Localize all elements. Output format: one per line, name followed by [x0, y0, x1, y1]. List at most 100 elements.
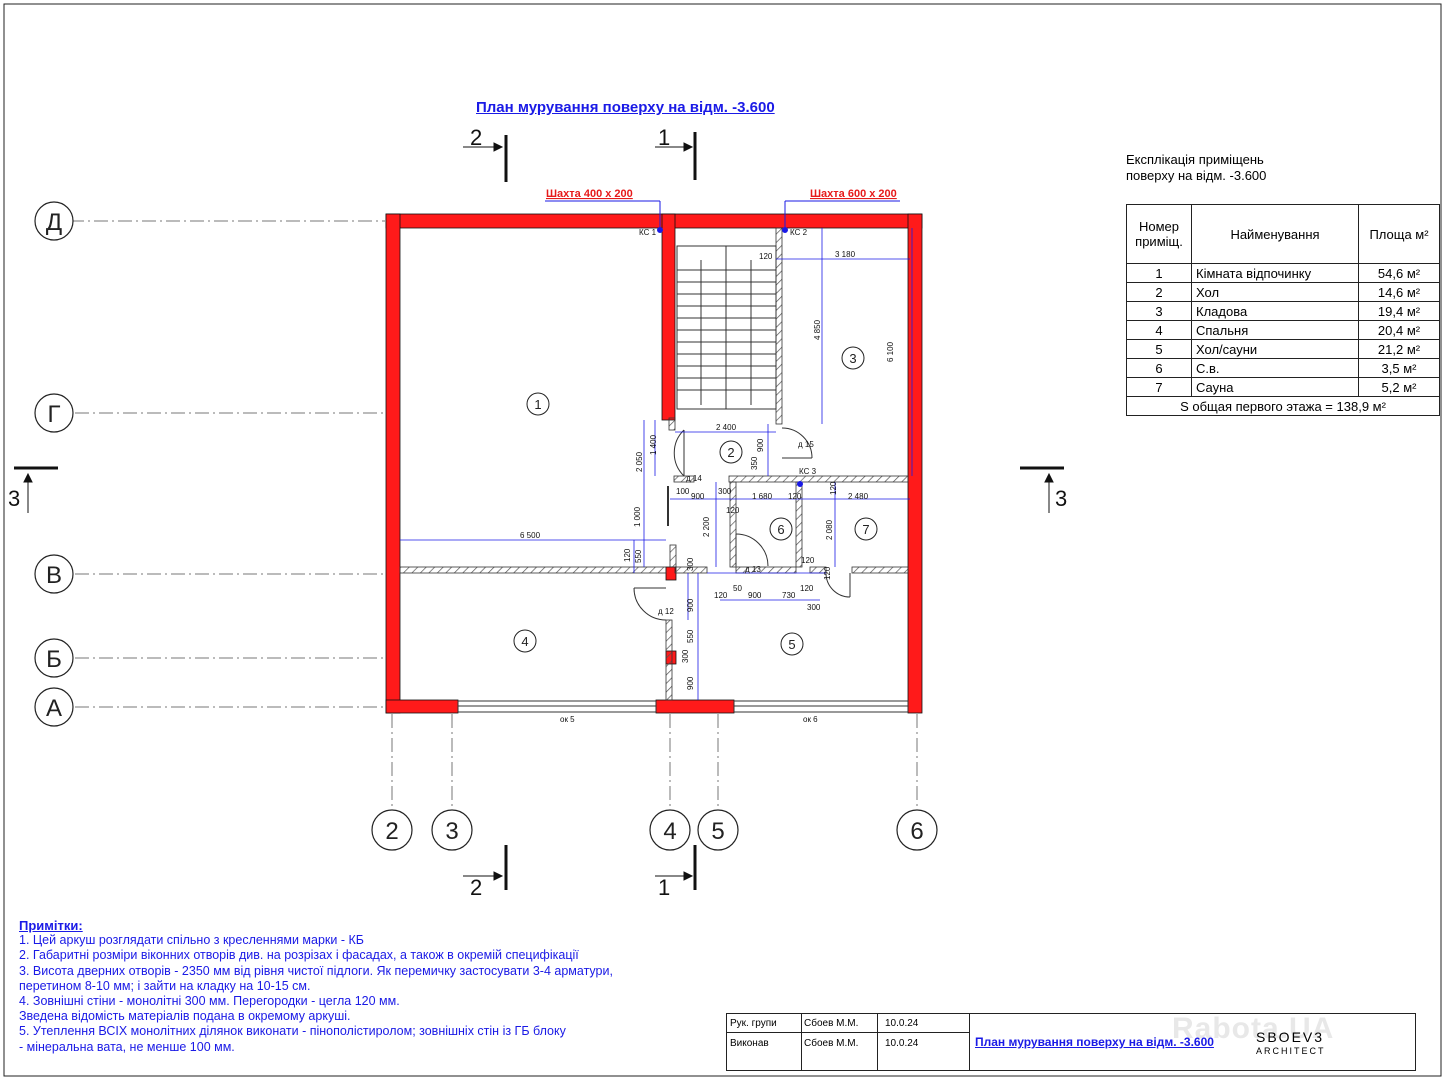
dim-1000: 1 000: [633, 506, 642, 527]
section-markers: [14, 132, 1064, 890]
explication-num: 7: [1126, 377, 1192, 397]
axis-bubble-g: [34, 393, 74, 433]
dim-900b: 900: [691, 492, 705, 501]
dim-120h: 120: [726, 506, 740, 515]
dim-900e: 900: [686, 676, 695, 690]
axis-bubble-2: [371, 809, 413, 851]
dim-300b: 300: [686, 557, 695, 571]
company-logo-sub: ARCHITECT: [1256, 1046, 1326, 1056]
dim-4850: 4 850: [813, 319, 822, 340]
stamp-role-2: Виконав: [730, 1038, 769, 1049]
header-number: Номер приміщ.: [1126, 204, 1192, 264]
dim-900a: 900: [756, 438, 765, 452]
stamp-sheet-title: План мурування поверху на відм. -3.600: [975, 1035, 1214, 1049]
explication-total: S общая первого этажа = 138,9 м²: [1126, 396, 1440, 416]
note-line: перетином 8-10 мм; і зайти на кладку на …: [19, 978, 311, 993]
dim-300c: 300: [807, 603, 821, 612]
mark-d13: д 13: [745, 565, 761, 574]
explication-caption: Експлікація приміщень поверху на відм. -…: [1126, 152, 1266, 184]
explication-name: Хол/сауни: [1191, 339, 1359, 359]
dim-300d: 300: [681, 649, 690, 663]
drawing-title: План мурування поверху на відм. -3.600: [476, 99, 775, 116]
mark-ks3: КС 3: [799, 467, 817, 476]
dim-1680: 1 680: [752, 492, 773, 501]
section-2-label-bottom: 2: [470, 875, 482, 900]
dim-120i: 120: [759, 252, 773, 261]
axis-bubble-5: [697, 809, 739, 851]
section-1-label-top: 1: [658, 125, 670, 150]
explication-area: 20,4 м²: [1358, 320, 1440, 340]
axis-label-3: 3: [445, 818, 458, 845]
section-2-label-top: 2: [470, 125, 482, 150]
header-name: Найменування: [1191, 204, 1359, 264]
dim-2080: 2 080: [825, 519, 834, 540]
axis-label-5: 5: [711, 818, 724, 845]
dim-120b: 120: [829, 481, 838, 495]
mark-ks2: КС 2: [790, 228, 808, 237]
dim-2400: 2 400: [716, 423, 737, 432]
dim-550a: 550: [634, 549, 643, 563]
explication-name: Сауна: [1191, 377, 1359, 397]
shaft-markers: [545, 200, 900, 487]
note-line: 5. Утеплення ВСІХ монолітних ділянок вик…: [19, 1024, 566, 1039]
room-number-1: 1: [534, 397, 541, 412]
dim-3180: 3 180: [835, 250, 856, 259]
room-number-2: 2: [727, 445, 734, 460]
mark-d15: д 15: [798, 440, 814, 449]
col-axis-lines: [391, 714, 918, 810]
stamp-role-1: Рук. групи: [730, 1018, 777, 1029]
explication-total-row: S общая первого этажа = 138,9 м²: [1126, 396, 1440, 416]
mark-ks1: КС 1: [639, 228, 657, 237]
explication-name: Хол: [1191, 282, 1359, 302]
watermark: Rabota.UA: [1172, 1012, 1335, 1045]
explication-num: 1: [1126, 263, 1192, 283]
explication-num: 6: [1126, 358, 1192, 378]
explication-area: 5,2 м²: [1358, 377, 1440, 397]
explication-name: С.в.: [1191, 358, 1359, 378]
dim-120c: 120: [801, 556, 815, 565]
axis-label-a: А: [46, 695, 62, 722]
mark-ok5: ок 5: [560, 715, 575, 724]
title-block: Рук. групи Сбоев М.М. 10.0.24 Виконав Сб…: [726, 1013, 1416, 1071]
notes: Примітки: 1. Цей аркуш розглядати спільн…: [19, 918, 613, 1055]
explication-caption-line2: поверху на відм. -3.600: [1126, 168, 1267, 183]
explication-num: 3: [1126, 301, 1192, 321]
mark-d12: д 12: [658, 607, 674, 616]
axis-bubble-d: [34, 201, 74, 241]
explication-area: 3,5 м²: [1358, 358, 1440, 378]
dim-2200: 2 200: [702, 516, 711, 537]
dim-120a: 120: [788, 492, 802, 501]
note-line: 1. Цей аркуш розглядати спільно з кресле…: [19, 933, 364, 948]
dim-900c: 900: [686, 598, 695, 612]
dim-120d: 120: [623, 548, 632, 562]
stamp-date-2: 10.0.24: [885, 1038, 919, 1049]
row-axis-lines: [70, 220, 385, 708]
dim-2050: 2 050: [635, 451, 644, 472]
axis-label-g: Г: [48, 401, 61, 428]
explication-name: Кладова: [1191, 301, 1359, 321]
note-line: 2. Габаритні розміри віконних отворів ди…: [19, 948, 579, 963]
note-line: Зведена відомість матеріалів подана в ок…: [19, 1009, 351, 1024]
axis-label-d: Д: [46, 209, 62, 236]
explication-area: 14,6 м²: [1358, 282, 1440, 302]
axis-label-b: Б: [46, 646, 62, 673]
axis-bubble-a: [34, 687, 74, 727]
explication-area: 19,4 м²: [1358, 301, 1440, 321]
room-number-4: 4: [521, 634, 528, 649]
explication-name: Кімната відпочинку: [1191, 263, 1359, 283]
dim-100: 100: [676, 487, 690, 496]
doors: [633, 427, 851, 621]
axis-bubble-4: [649, 809, 691, 851]
partitions: [399, 227, 909, 701]
shaft-right-label: Шахта 600 х 200: [810, 188, 897, 200]
note-line: 4. Зовнішні стіни - монолітні 300 мм. Пе…: [19, 994, 400, 1009]
explication-num: 2: [1126, 282, 1192, 302]
mark-ok6: ок 6: [803, 715, 818, 724]
axis-bubble-b: [34, 638, 74, 678]
dim-730: 730: [782, 591, 796, 600]
